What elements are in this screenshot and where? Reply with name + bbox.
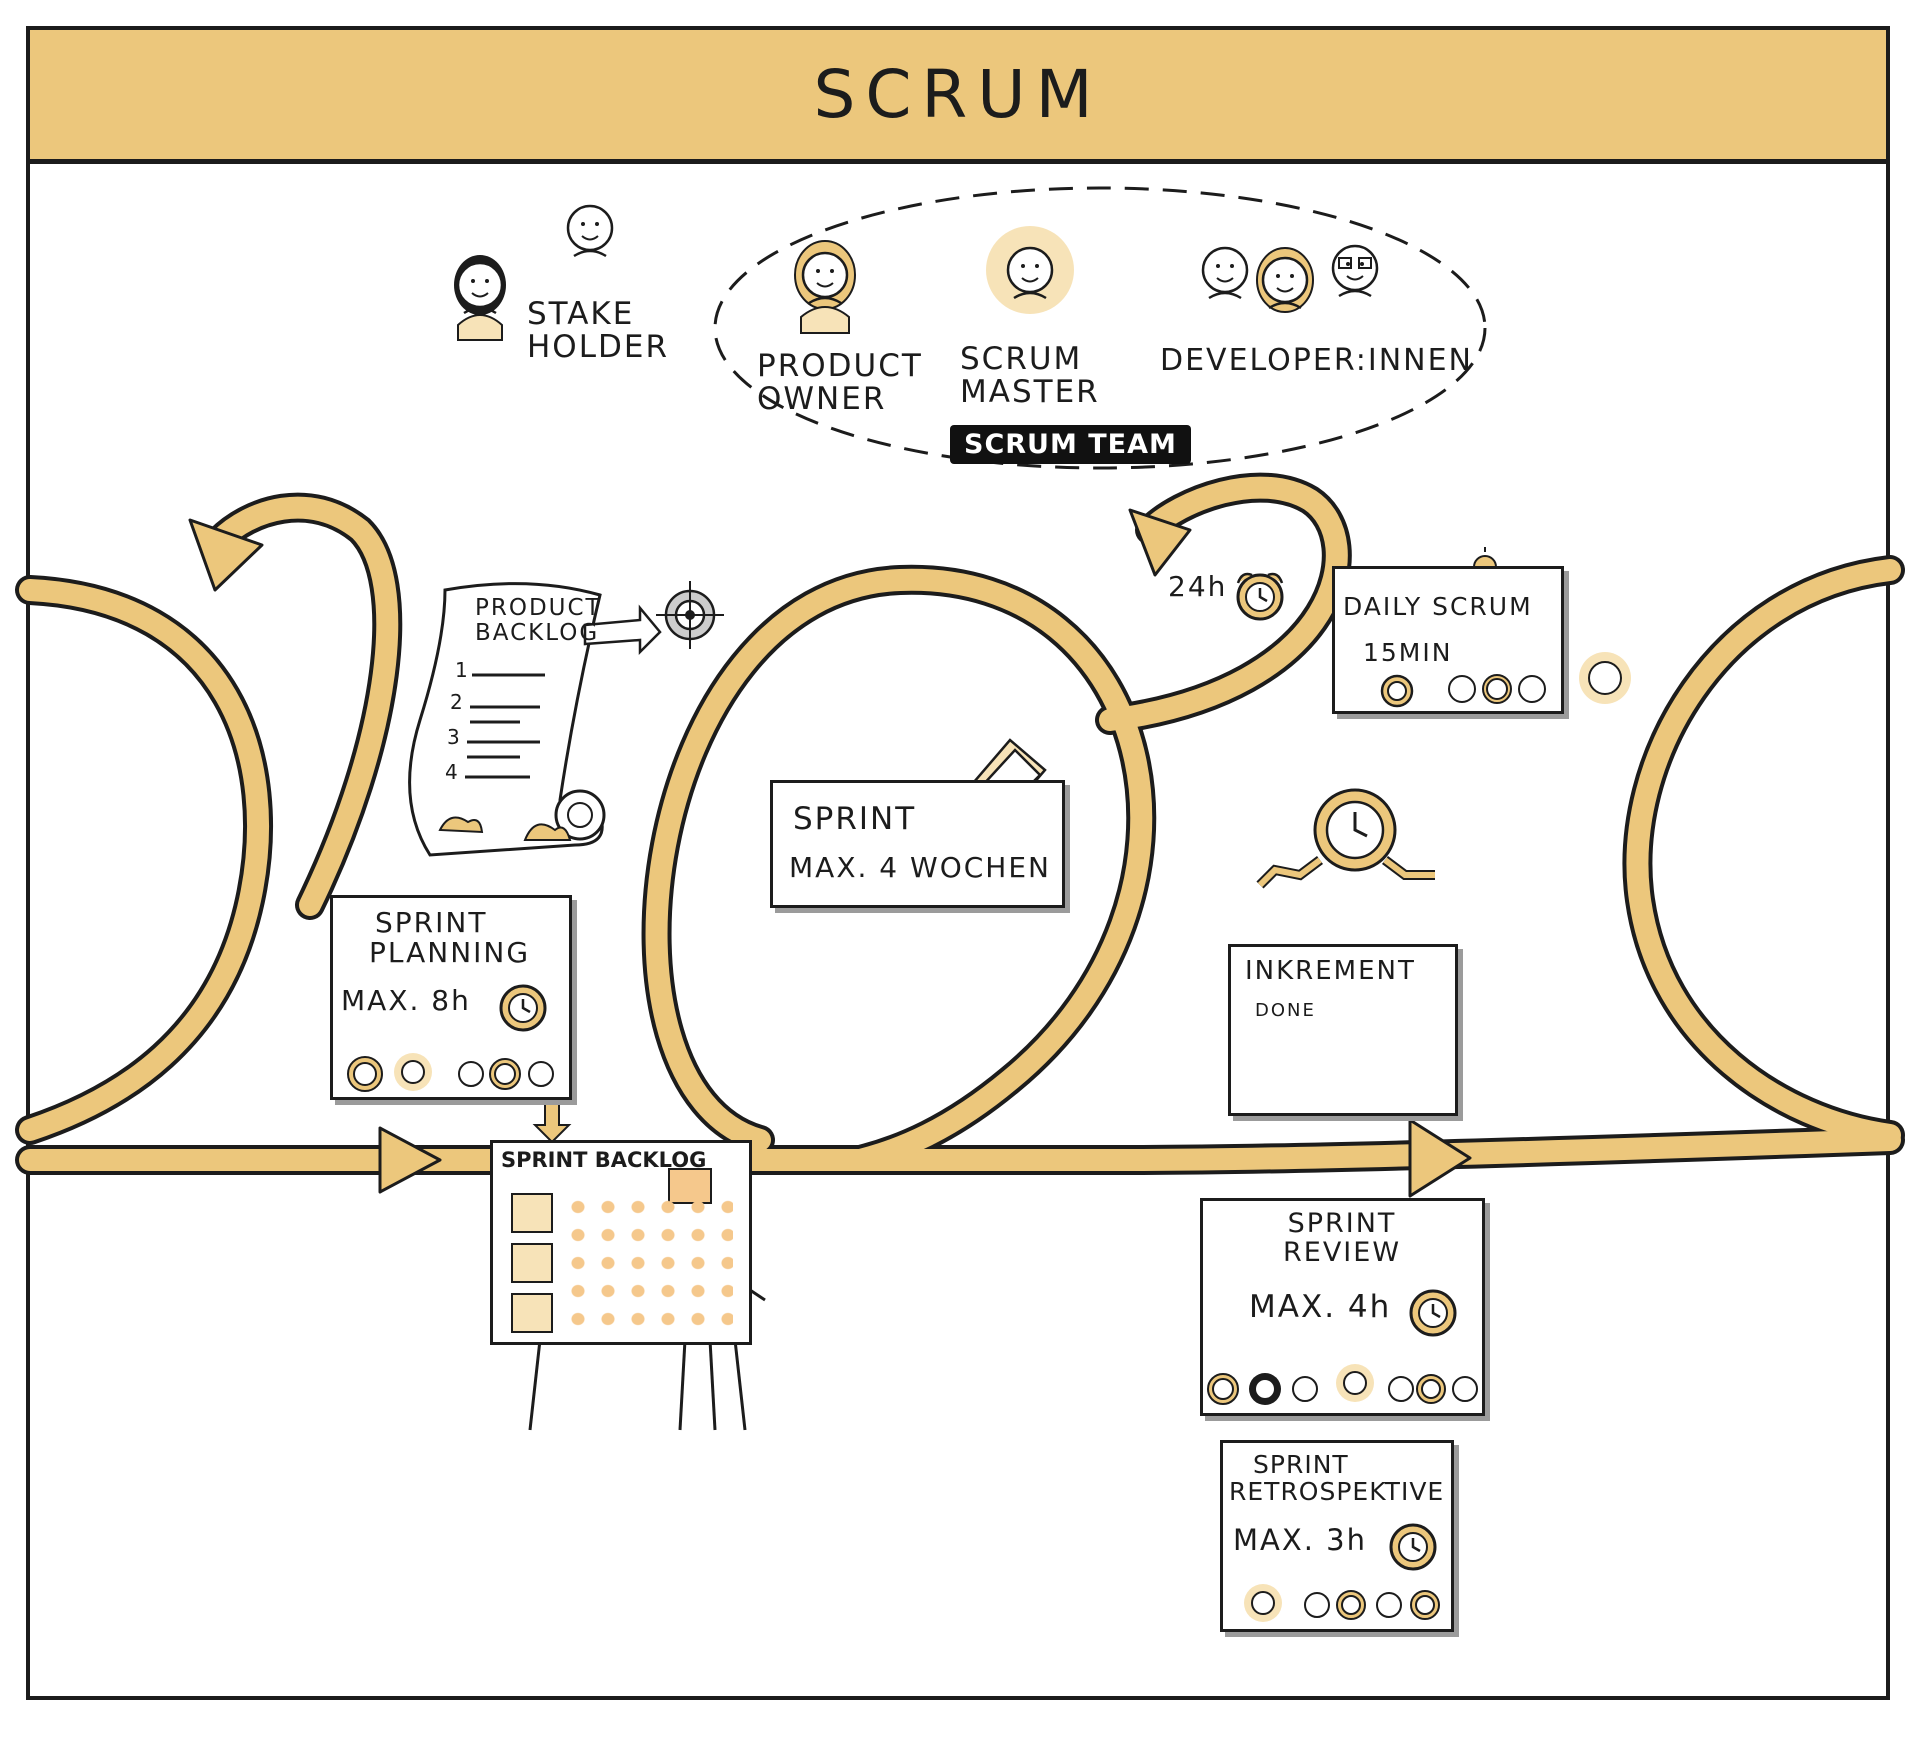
scrum-master-icon	[986, 226, 1074, 314]
stakeholder-icons	[454, 204, 614, 341]
retro-attendees	[1244, 1584, 1440, 1622]
sprint-retro-card: SPRINT RETROSPEKTIVE MAX. 3h	[1220, 1440, 1454, 1632]
sprint-review-title: SPRINT REVIEW	[1283, 1208, 1402, 1269]
daily-scrum-card: DAILY SCRUM 15MIN	[1332, 566, 1564, 714]
sprint-card: SPRINT MAX. 4 WOCHEN	[770, 780, 1065, 908]
scrum-master-label: SCRUM MASTER	[960, 341, 1100, 411]
title-banner: SCRUM	[26, 26, 1890, 164]
increment-title: INKREMENT	[1245, 956, 1416, 986]
alarm-clock-icon	[499, 984, 547, 1032]
backlog-item-3: 3	[447, 725, 462, 749]
planning-to-backlog-arrow	[532, 1101, 572, 1144]
sprint-duration: MAX. 4 WOCHEN	[789, 851, 1051, 884]
increment-status: DONE	[1255, 1000, 1316, 1021]
sticky-notes-cluster	[563, 1193, 733, 1333]
alarm-clock-icon	[1389, 1523, 1437, 1571]
developer-icons	[1201, 244, 1379, 313]
sprint-review-card: SPRINT REVIEW MAX. 4h	[1200, 1198, 1485, 1416]
sprint-planning-duration: MAX. 8h	[341, 984, 471, 1017]
product-backlog-title: PRODUCT BACKLOG	[475, 595, 602, 646]
sprint-backlog-board	[528, 1339, 747, 1431]
product-owner-icon	[794, 240, 856, 334]
sprint-planning-card: SPRINT PLANNING MAX. 8h	[330, 895, 572, 1100]
sprint-backlog-title: SPRINT BACKLOG	[501, 1148, 707, 1172]
daily-cycle-label: 24h	[1168, 570, 1228, 603]
scrum-master-small-icon	[1579, 652, 1631, 704]
daily-scrum-duration: 15MIN	[1363, 638, 1453, 667]
sprint-backlog-card: SPRINT BACKLOG	[490, 1140, 752, 1345]
backlog-column-card	[511, 1243, 553, 1283]
increment-card: INKREMENT DONE	[1228, 944, 1458, 1116]
target-icon	[656, 581, 724, 649]
backlog-column-card	[511, 1193, 553, 1233]
page-title: SCRUM	[813, 56, 1103, 133]
flow-arrowheads	[188, 508, 1472, 1198]
product-owner-label: PRODUCT OWNER	[757, 348, 923, 418]
review-attendees	[1207, 1364, 1478, 1405]
sprint-review-duration: MAX. 4h	[1249, 1289, 1392, 1325]
daily-scrum-attendees	[1380, 674, 1546, 708]
stakeholder-label: STAKE HOLDER	[527, 296, 669, 366]
backlog-item-4: 4	[445, 760, 460, 784]
scrum-team-badge: SCRUM TEAM	[950, 425, 1191, 464]
sprint-title: SPRINT	[793, 801, 917, 837]
sprint-planning-title: SPRINT PLANNING	[369, 906, 531, 970]
scrum-team-ellipse	[713, 186, 1487, 470]
running-clock-icon	[1256, 788, 1435, 889]
sprint-retro-duration: MAX. 3h	[1233, 1523, 1367, 1557]
backlog-column-card	[511, 1293, 553, 1333]
alarm-clock-24h	[1236, 572, 1284, 621]
developers-label: DEVELOPER:INNEN	[1160, 343, 1473, 378]
daily-scrum-title: DAILY SCRUM	[1343, 592, 1533, 621]
planning-attendees	[347, 1053, 554, 1092]
backlog-item-2: 2	[450, 690, 465, 714]
product-backlog-scroll	[408, 582, 662, 857]
backlog-item-1: 1	[455, 658, 470, 682]
alarm-clock-icon	[1409, 1289, 1457, 1337]
sprint-retro-title: SPRINT RETROSPEKTIVE	[1229, 1450, 1445, 1506]
